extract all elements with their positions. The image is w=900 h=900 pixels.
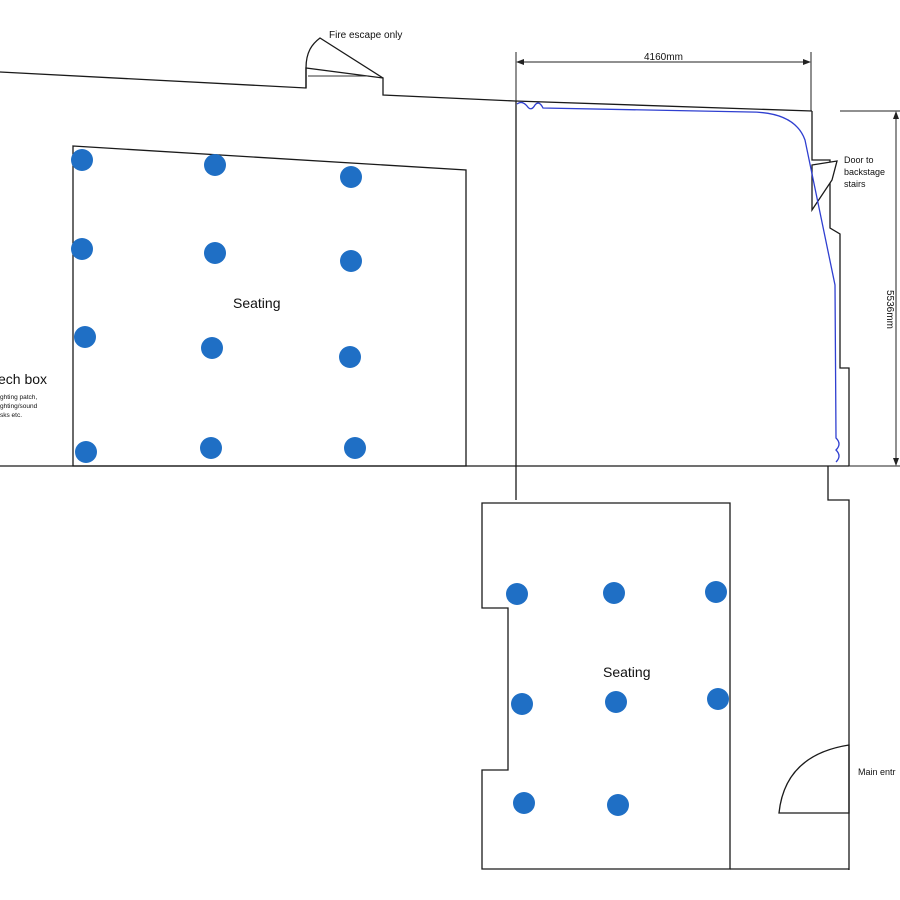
stage-area — [0, 101, 850, 870]
seat — [605, 691, 627, 713]
seat — [200, 437, 222, 459]
seat — [204, 154, 226, 176]
upper-seating-label: Seating — [233, 295, 280, 311]
seat — [340, 166, 362, 188]
seat — [71, 149, 93, 171]
tech-box-note-2: ghting/sound — [0, 403, 38, 410]
backstage-door-label-line-2: backstage — [844, 167, 885, 177]
tech-box-note-1: ghting patch, — [0, 394, 37, 401]
depth-dimension-label: 5536mm — [884, 290, 895, 329]
fire-escape-label: Fire escape only — [329, 30, 402, 41]
tech-box-title: ech box — [0, 371, 47, 387]
seat — [339, 346, 361, 368]
seat — [603, 582, 625, 604]
fire-escape-door — [305, 37, 384, 88]
main-entrance-door — [778, 744, 850, 814]
lower-seating-label: Seating — [603, 664, 650, 680]
seat — [705, 581, 727, 603]
backstage-door-label-line-3: stairs — [844, 179, 866, 189]
main-entrance-label: Main entr — [858, 767, 896, 777]
seat — [75, 441, 97, 463]
seat — [513, 792, 535, 814]
upper-seating-area — [72, 145, 467, 467]
seat — [340, 250, 362, 272]
width-dimension-label: 4160mm — [644, 52, 683, 63]
top-wall — [0, 37, 813, 112]
lower-seating-group — [506, 581, 729, 816]
width-dimension — [515, 52, 812, 111]
backstage-door-swing — [811, 160, 838, 213]
seat — [201, 337, 223, 359]
seat — [506, 583, 528, 605]
seat — [607, 794, 629, 816]
seat — [74, 326, 96, 348]
lower-seating-room — [481, 502, 731, 870]
seat — [344, 437, 366, 459]
upper-seating-group — [71, 149, 366, 463]
seat — [707, 688, 729, 710]
tech-box-note-3: sks etc. — [0, 412, 22, 419]
depth-dimension — [840, 110, 900, 467]
backstage-door-label-line-1: Door to — [844, 155, 874, 165]
seat — [511, 693, 533, 715]
seat — [71, 238, 93, 260]
stage-curtain — [516, 101, 840, 463]
seat — [204, 242, 226, 264]
